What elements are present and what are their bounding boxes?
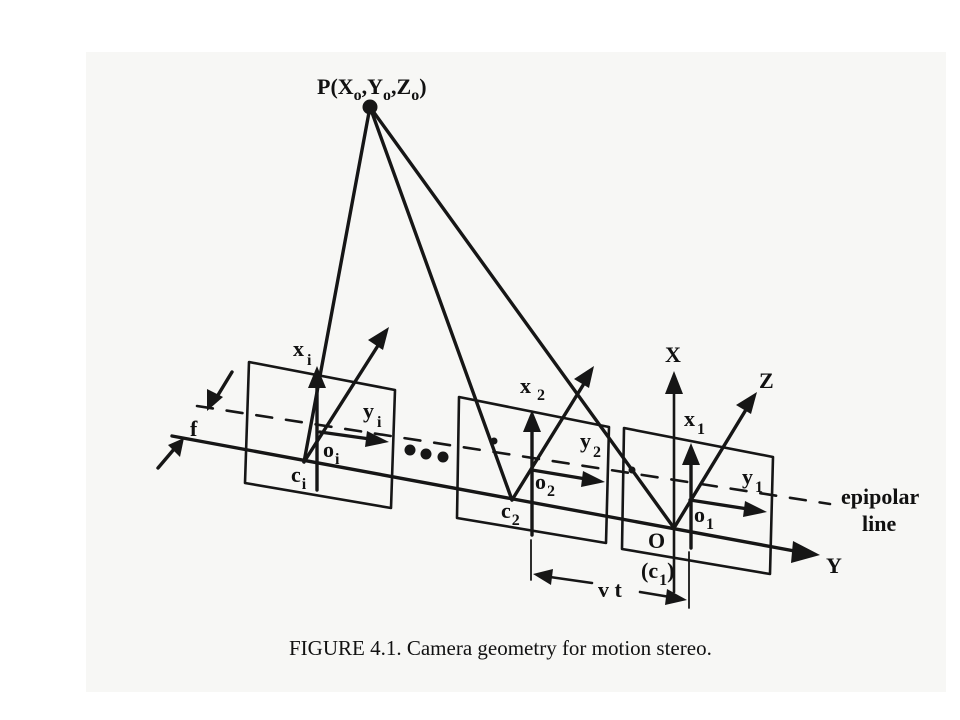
left-o-label: oi [323, 437, 340, 468]
point-p-label: P(Xo,Yo,Zo) [317, 74, 427, 104]
left-c-label: ci [291, 462, 307, 493]
displacement-arrowhead-right [665, 589, 687, 605]
displacement-arrow-right [638, 590, 672, 599]
image-plane-middle [455, 395, 611, 545]
world-z-arrowhead [736, 392, 757, 414]
right-image-point [628, 466, 636, 474]
right-y-axis [688, 498, 750, 511]
focal-length-label: f [190, 416, 198, 441]
left-z-axis [302, 342, 381, 464]
middle-y-axis [530, 468, 588, 481]
left-z-arrowhead [368, 327, 389, 350]
ellipsis-dot [420, 448, 432, 460]
c1-label: (c1) [641, 558, 674, 589]
middle-z-arrowhead [574, 366, 594, 388]
world-z-label: Z [759, 368, 774, 393]
y-axis-arrowhead [791, 541, 820, 563]
middle-c-label: c2 [501, 498, 520, 529]
left-x-arrowhead [308, 366, 326, 388]
ellipsis-dot [404, 444, 416, 456]
middle-z-axis [510, 380, 587, 502]
point-p [362, 99, 378, 115]
focal-arrow-bottom [156, 446, 177, 470]
image-plane-left [243, 360, 397, 510]
world-x-label: X [665, 342, 681, 367]
right-y-arrowhead [743, 501, 767, 517]
page-background [86, 52, 946, 692]
middle-o-label: o2 [535, 469, 555, 500]
displacement-label: v t [598, 577, 623, 602]
right-o-label: o1 [694, 502, 714, 533]
origin-label: O [648, 528, 665, 553]
world-y-label: Y [826, 553, 842, 578]
epipolar-line-label: line [862, 511, 896, 536]
epipolar-line [195, 404, 832, 506]
middle-x-arrowhead [523, 410, 541, 432]
epipolar-label: epipolar [841, 484, 919, 509]
ellipsis-dot [437, 451, 449, 463]
world-z-axis [672, 406, 749, 530]
world-x-arrowhead [665, 371, 683, 394]
left-y-axis [318, 430, 372, 441]
ray-to-right-camera [368, 105, 676, 530]
focal-arrowhead-bottom [168, 438, 184, 457]
right-x-arrowhead [682, 443, 700, 465]
middle-image-point [490, 437, 498, 445]
left-y-arrowhead [365, 431, 389, 447]
displacement-arrow-left [548, 575, 594, 585]
displacement-arrowhead-left [533, 569, 553, 585]
focal-arrowhead-top [207, 389, 223, 411]
baseline-y-axis [170, 434, 802, 554]
ray-to-middle-camera [368, 105, 514, 502]
ray-to-left-camera [302, 105, 372, 464]
figure-caption: FIGURE 4.1. Camera geometry for motion s… [289, 636, 712, 660]
middle-y-arrowhead [581, 471, 605, 487]
